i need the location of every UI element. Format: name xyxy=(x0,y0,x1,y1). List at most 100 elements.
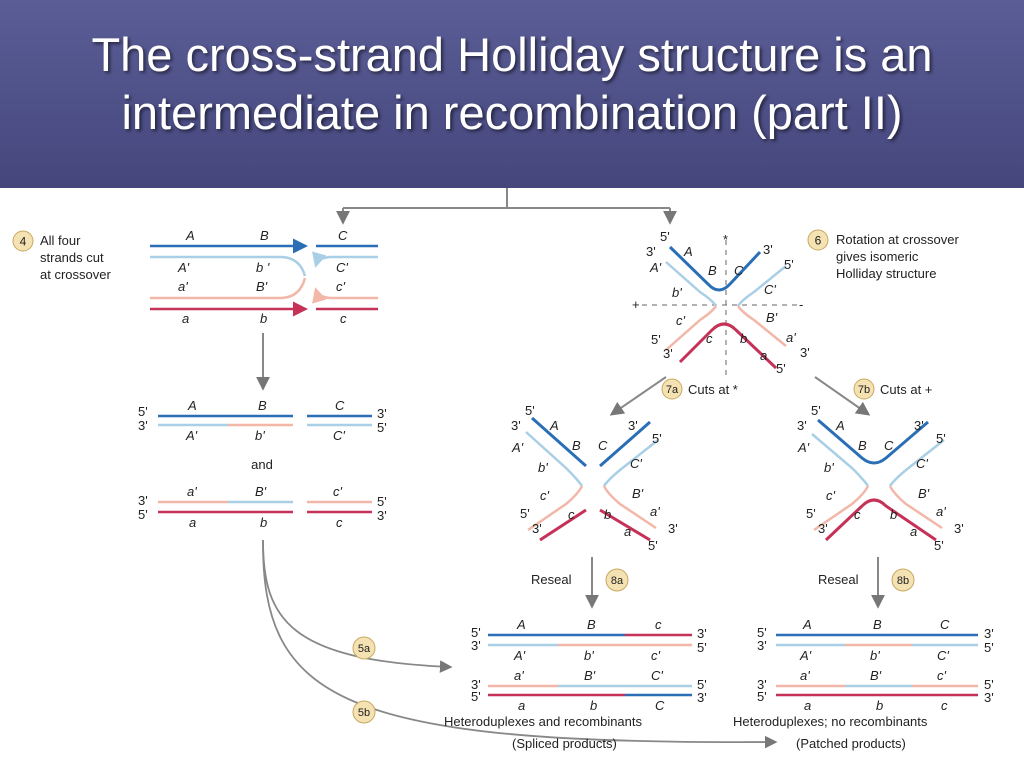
step7a-caption-text: Cuts at * xyxy=(688,382,738,397)
patched-end-7: 5' xyxy=(984,677,994,692)
iso-label-c: c xyxy=(706,331,713,346)
spliced-label-B: B xyxy=(587,617,596,632)
iso-label-B-prime: B' xyxy=(766,310,778,325)
cut7b-label-C-prime: C' xyxy=(916,456,928,471)
patched-caption-2: (Patched products) xyxy=(796,736,906,751)
iso-end-bottom-right-3: 3' xyxy=(800,345,810,360)
cut7b-label-C: C xyxy=(884,438,894,453)
step8a-badge-label: 8a xyxy=(611,575,624,587)
iso-end-bottom-right-5: 5' xyxy=(776,361,786,376)
step6-caption-1: Rotation at crossover xyxy=(836,232,960,247)
cut7a-end-3-bl: 3' xyxy=(532,521,542,536)
step4-four-strands-cut: 4 All four strands cut at crossover A B … xyxy=(12,228,378,326)
patched-end-6: 5' xyxy=(757,689,767,704)
cut7a-label-B-prime: B' xyxy=(632,486,644,501)
slide-title-line-1: The cross-strand Holliday structure is a… xyxy=(91,28,933,81)
spliced-label-c-prime: c' xyxy=(651,648,661,663)
duplex2-end-3: 3' xyxy=(138,493,148,508)
iso-label-C-prime: C' xyxy=(764,282,776,297)
cut7b-end-5-bl: 5' xyxy=(806,506,816,521)
step4-strand-pink-left xyxy=(150,277,307,300)
patched-label-b-prime: b' xyxy=(870,648,880,663)
step4-label-c-prime: c' xyxy=(336,279,346,294)
step4-label-a: a xyxy=(182,311,189,326)
step6-badge-label: 6 xyxy=(815,234,822,248)
spliced-label-B-prime: B' xyxy=(584,668,596,683)
spliced-label-A-prime: A' xyxy=(513,648,526,663)
step5a-badge: 5a xyxy=(352,636,376,660)
patched-label-C: C xyxy=(940,617,950,632)
patched-end-1: 5' xyxy=(757,625,767,640)
cut7a-label-A: A xyxy=(549,418,559,433)
patched-label-b: b xyxy=(876,698,883,713)
spliced-label-A: A xyxy=(516,617,526,632)
cut7a-label-a-prime: a' xyxy=(650,504,660,519)
patched-label-B: B xyxy=(873,617,882,632)
cut-structure-7a: 5' 3' 3' 5' 5' 3' 3' 5' A A' B C b' C' c… xyxy=(511,403,678,553)
step4-label-c: c xyxy=(340,311,347,326)
step8b-caption-text: Reseal xyxy=(818,572,859,587)
iso-end-top-right-5: 5' xyxy=(784,257,794,272)
iso-label-b-prime: b' xyxy=(672,285,682,300)
patched-end-2: 3' xyxy=(757,638,767,653)
cut7a-end-5-tl: 5' xyxy=(525,403,535,418)
cut7b-end-5-tl: 5' xyxy=(811,403,821,418)
duplex1-end-right-5: 5' xyxy=(377,420,387,435)
step4-label-C-prime: C' xyxy=(336,260,348,275)
spliced-label-C: C xyxy=(655,698,665,713)
step4-strand-lightblue-right xyxy=(312,251,378,268)
duplex2-label-c-prime: c' xyxy=(333,484,343,499)
cut7b-label-A-prime: A' xyxy=(797,440,810,455)
step6-caption-3: Holliday structure xyxy=(836,266,936,281)
step5a-badge-label: 5a xyxy=(358,643,371,655)
cut7a-label-c-prime: c' xyxy=(540,488,550,503)
patched-end-3: 3' xyxy=(984,626,994,641)
spliced-label-C-prime: C' xyxy=(651,668,663,683)
step4-label-b-prime: b ' xyxy=(256,260,270,275)
cut7a-end-3-br: 3' xyxy=(668,521,678,536)
step4-label-b: b xyxy=(260,311,267,326)
cut7a-label-B: B xyxy=(572,438,581,453)
duplex2-label-b: b xyxy=(260,515,267,530)
duplex2-label-B-prime: B' xyxy=(255,484,267,499)
step6-rotation-caption: 6 Rotation at crossover gives isomeric H… xyxy=(807,229,960,281)
spliced-end-8: 3' xyxy=(697,690,707,705)
cut7a-label-a: a xyxy=(624,524,631,539)
cut7a-label-A-prime: A' xyxy=(511,440,524,455)
cut7b-end-3-tl: 3' xyxy=(797,418,807,433)
iso-label-A: A xyxy=(683,244,693,259)
cut7a-label-C-prime: C' xyxy=(630,456,642,471)
step6-caption-2: gives isomeric xyxy=(836,249,919,264)
patched-label-c: c xyxy=(941,698,948,713)
patched-label-a: a xyxy=(804,698,811,713)
spliced-end-5: 3' xyxy=(471,677,481,692)
duplex2-end-right-5: 5' xyxy=(377,494,387,509)
cut7a-end-3-tl: 3' xyxy=(511,418,521,433)
cut7b-label-B-prime: B' xyxy=(918,486,930,501)
spliced-label-c: c xyxy=(655,617,662,632)
duplex2-label-c: c xyxy=(336,515,343,530)
cut7b-end-3-tr: 3' xyxy=(914,418,924,433)
spliced-caption-1: Heteroduplexes and recombinants xyxy=(444,714,643,729)
step8b-badge-label: 8b xyxy=(897,575,909,587)
step4-caption-2: strands cut xyxy=(40,250,104,265)
step7b-badge-label: 7b xyxy=(858,384,870,396)
patched-end-8: 3' xyxy=(984,690,994,705)
iso-label-b: b xyxy=(740,331,747,346)
spliced-label-b-prime: b' xyxy=(584,648,594,663)
iso-end-top-right-3: 3' xyxy=(763,242,773,257)
cut7a-label-b: b xyxy=(604,507,611,522)
cut7b-label-b: b xyxy=(890,507,897,522)
spliced-label-a-prime: a' xyxy=(514,668,524,683)
spliced-end-6: 5' xyxy=(471,689,481,704)
cut7a-end-5-bl: 5' xyxy=(520,506,530,521)
separated-duplex-1: 5' 3' 3' 5' A B C A' b' C' xyxy=(138,398,387,443)
cut7a-label-b-prime: b' xyxy=(538,460,548,475)
iso-label-B: B xyxy=(708,263,717,278)
title-bar xyxy=(0,0,1024,188)
spliced-label-a: a xyxy=(518,698,525,713)
duplex1-end-5: 5' xyxy=(138,404,148,419)
cut-structure-7b: 5' 3' 3' 5' 5' 3' 3' 5' A A' B C b' C' c… xyxy=(797,403,964,553)
cut7a-end-3-tr: 3' xyxy=(628,418,638,433)
cut7b-label-c: c xyxy=(854,507,861,522)
